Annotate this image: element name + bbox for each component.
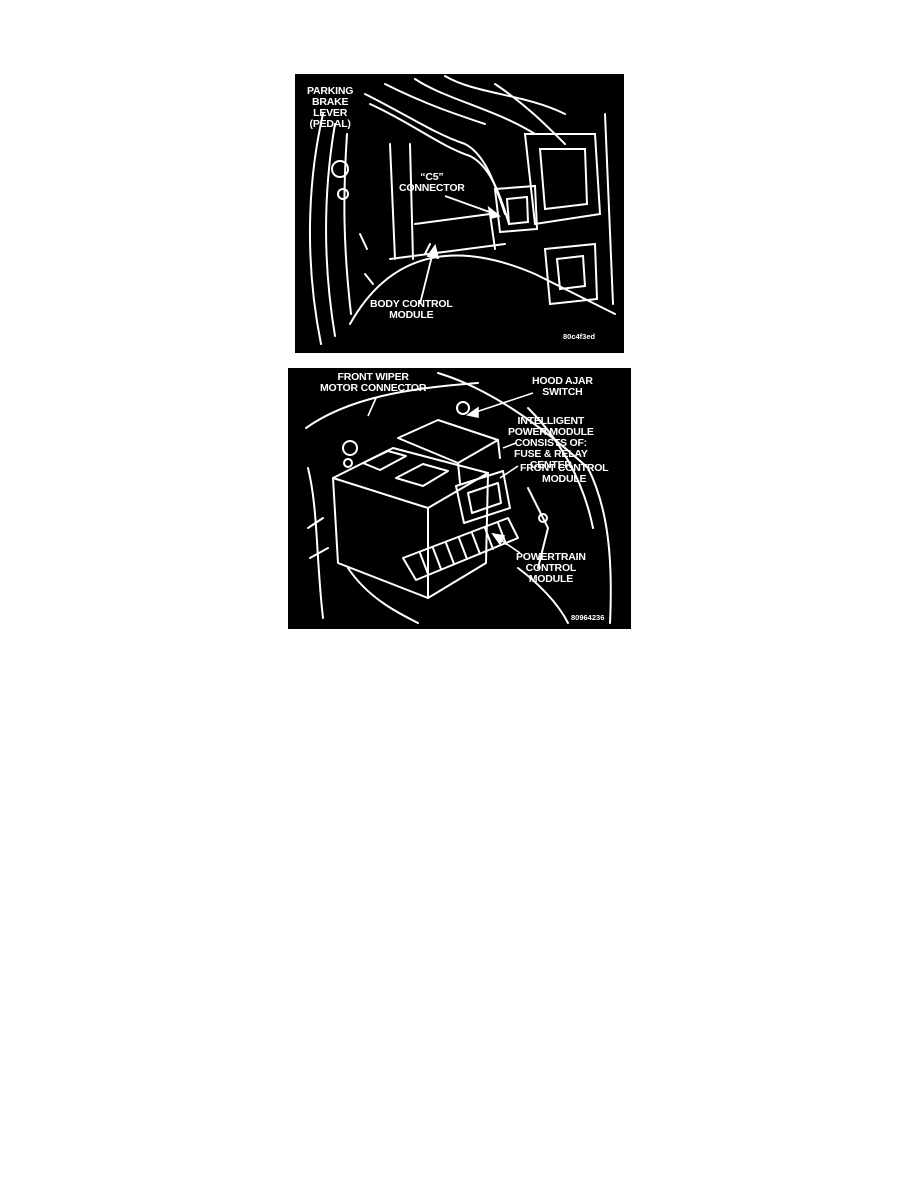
figure-code: 80c4f3ed xyxy=(563,332,596,341)
parking-brake-label: PARKING BRAKE LEVER (PEDAL) xyxy=(307,85,354,130)
front-control-module-label: FRONT CONTROL MODULE xyxy=(520,462,609,485)
intelligent-power-module-label: INTELLIGENT POWER MODULE CONSISTS OF: FU… xyxy=(508,415,594,471)
body-control-module-label: BODY CONTROL MODULE xyxy=(370,298,453,321)
front-wiper-label: FRONT WIPER MOTOR CONNECTOR xyxy=(320,371,427,394)
figure-code: 80964236 xyxy=(571,613,605,622)
hood-ajar-label: HOOD AJAR SWITCH xyxy=(532,375,593,398)
fig2-linework xyxy=(305,372,612,624)
body-control-module-illustration: PARKING BRAKE LEVER (PEDAL) “C5” CONNECT… xyxy=(295,74,624,353)
c5-connector-label: “C5” CONNECTOR xyxy=(399,171,465,194)
powertrain-control-module-label: POWERTRAIN CONTROL MODULE xyxy=(516,551,586,585)
fig1-linework xyxy=(309,75,616,345)
engine-compartment-illustration: FRONT WIPER MOTOR CONNECTOR HOOD AJAR SW… xyxy=(288,368,631,629)
